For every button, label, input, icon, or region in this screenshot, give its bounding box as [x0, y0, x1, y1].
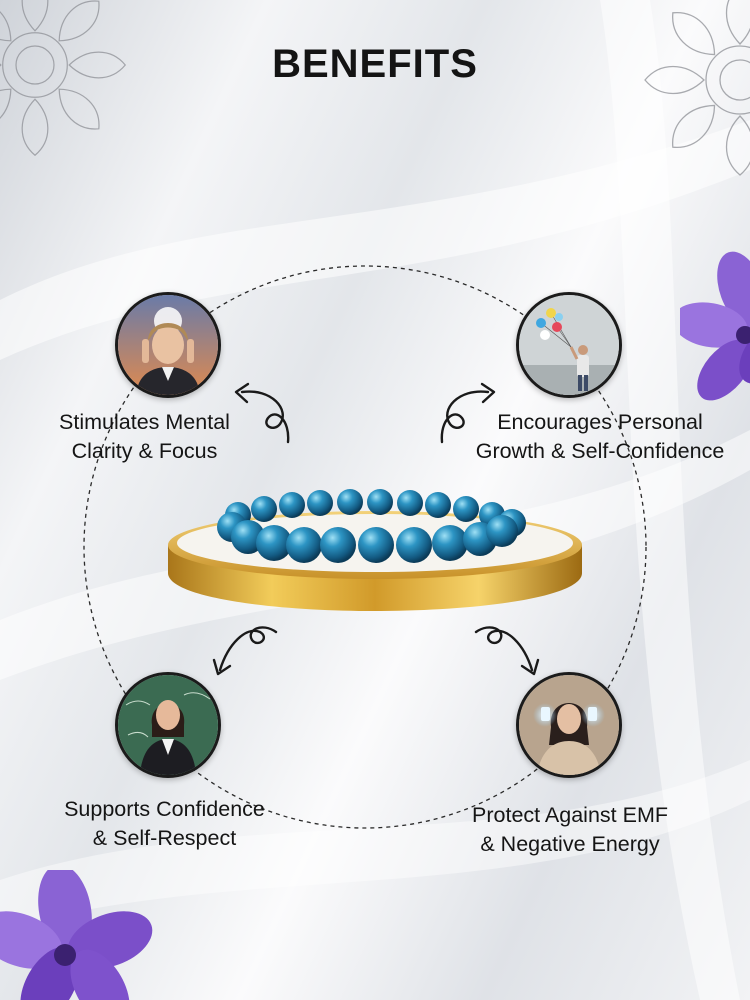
- benefit-label-personal-growth: Encourages Personal Growth & Self-Confid…: [455, 408, 745, 466]
- mandala-icon: [0, 0, 127, 157]
- benefit-label-line: Stimulates Mental: [59, 410, 230, 434]
- curved-arrow-icon: [234, 382, 290, 444]
- flower-icon: [0, 870, 153, 1000]
- benefit-label-line: & Negative Energy: [480, 832, 660, 856]
- benefit-label-line: Supports Confidence: [64, 797, 265, 821]
- benefit-label-line: Encourages Personal: [497, 410, 703, 434]
- curved-arrow-icon: [474, 626, 540, 676]
- benefit-label-line: Growth & Self-Confidence: [475, 439, 725, 463]
- benefit-label-line: & Self-Respect: [92, 826, 237, 850]
- flower-icon: [680, 251, 750, 401]
- benefit-label-confidence: Supports Confidence & Self-Respect: [32, 795, 297, 853]
- benefit-label-emf-protection: Protect Against EMF & Negative Energy: [440, 801, 700, 859]
- page-title: BENEFITS: [272, 42, 478, 86]
- bracelet-icon: [168, 489, 582, 611]
- curved-arrow-icon: [440, 382, 496, 444]
- benefit-image-personal-growth: [516, 292, 622, 398]
- dashed-orbit-circle: [83, 265, 647, 829]
- benefit-image-confidence: [115, 672, 221, 778]
- mandala-icon: [644, 0, 750, 176]
- benefit-image-emf-protection: [516, 672, 622, 778]
- benefit-label-mental-clarity: Stimulates Mental Clarity & Focus: [22, 408, 267, 466]
- benefit-label-line: Clarity & Focus: [71, 439, 218, 463]
- curved-arrow-icon: [212, 626, 278, 676]
- benefit-image-mental-clarity: [115, 292, 221, 398]
- benefit-label-line: Protect Against EMF: [472, 803, 668, 827]
